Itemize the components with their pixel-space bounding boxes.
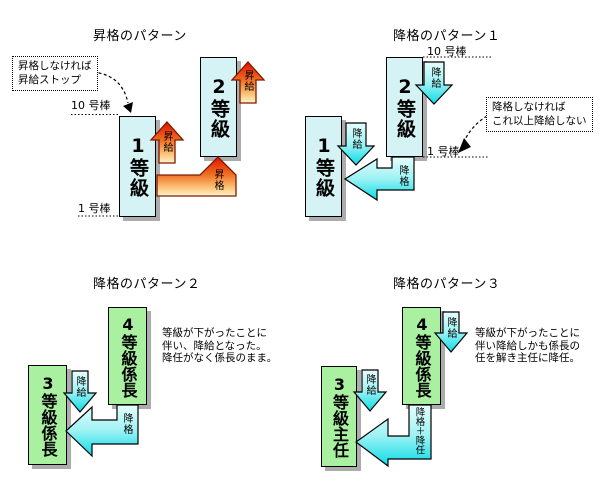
grade-box-4-demotion2: 4等級係長 — [108, 307, 147, 405]
note-line: 伴い、降給となった。 — [162, 339, 267, 352]
cut-arrow-2-label-d1: 降給 — [350, 128, 361, 150]
cut-arrow-1-shape-d1 — [414, 61, 454, 105]
grade-box-3-demotion3: 3等級主任 — [321, 366, 357, 467]
grade-box-label: 1等級 — [127, 135, 149, 198]
grade-box-label: 1等級 — [313, 135, 335, 198]
cut-arrow-1-shape-d3 — [433, 311, 469, 353]
grade-box-label: 4等級係長 — [412, 314, 432, 398]
demote-arrow-shape-d2 — [65, 404, 139, 458]
callout-line: 降格しなければ — [492, 101, 566, 113]
cut-arrow-2-label-d3: 降給 — [364, 374, 375, 396]
callout-connector-promotion — [92, 71, 129, 104]
note-demotion3: 等級が下がったことに 伴い降給しかも係長の 任を解き主任に降任。 — [475, 327, 580, 365]
demote-arrow-label-d3: 降格＋降任 — [413, 407, 425, 455]
grade-box-label: 2等級 — [208, 75, 230, 139]
demote-arrow-label-d2: 降格 — [121, 413, 132, 435]
step-label-10-demotion1: 10 号棒 — [427, 45, 467, 58]
callout-line: 昇給ストップ — [18, 73, 81, 86]
callout-line: 昇格しなければ — [18, 60, 92, 72]
grade-box-label: 4等級係長 — [118, 314, 138, 398]
step-label-10-promotion: 10 号棒 — [71, 99, 111, 112]
cut-arrow-2-shape-d3 — [352, 369, 388, 412]
panel-title-demotion1: 降格のパターン１ — [393, 29, 501, 44]
grade-box-label: 2等級 — [394, 75, 416, 139]
raise-arrow-1-label: 昇給 — [161, 131, 172, 153]
callout-connector-demotion1 — [463, 115, 488, 143]
promote-arrow-label: 昇格 — [212, 169, 223, 191]
raise-arrow-2-shape — [230, 61, 266, 104]
cut-arrow-shape-d2 — [62, 370, 98, 413]
grade-box-label: 3等級主任 — [330, 375, 349, 458]
demote-arrow-label-d1: 降格 — [397, 165, 408, 187]
cut-arrow-2-shape-d1 — [336, 122, 376, 166]
cut-arrow-1-label-d1: 降給 — [429, 67, 440, 89]
panel-title-promotion: 昇格のパターン — [93, 29, 187, 44]
raise-arrow-2-label: 昇給 — [242, 70, 253, 92]
panel-title-demotion3: 降格のパターン３ — [393, 277, 501, 292]
demote-arrow-shape-d3 — [354, 404, 432, 468]
step-label-1-promotion: 1 号棒 — [78, 202, 111, 215]
callout-arrowhead-promotion — [123, 102, 133, 113]
grade-box-label: 3等級係長 — [38, 373, 58, 457]
cut-arrow-label-d2: 降給 — [74, 376, 85, 398]
note-demotion2: 等級が下がったことに 伴い、降給となった。 降任がなく係長のまま。 — [162, 327, 277, 365]
note-line: 等級が下がったことに — [162, 327, 267, 339]
callout-line: これ以上降給しない — [492, 114, 587, 127]
grade-box-1-demotion1: 1等級 — [305, 116, 342, 217]
grade-box-2-promotion: 2等級 — [200, 57, 237, 157]
note-line: 任を解き主任に降任。 — [475, 352, 580, 364]
cut-arrow-1-label-d3: 降給 — [445, 317, 456, 339]
panel-title-demotion2: 降格のパターン２ — [93, 277, 201, 292]
demotion1-callout: 降格しなければ これ以上降給しない — [486, 97, 593, 132]
step-label-1-demotion1: 1 号棒 — [427, 145, 460, 158]
note-line: 伴い降給しかも係長の — [475, 339, 580, 352]
grade-box-4-demotion3: 4等級係長 — [402, 307, 441, 405]
grade-box-3-demotion2: 3等級係長 — [28, 365, 67, 465]
note-line: 降任がなく係長のまま。 — [162, 352, 278, 364]
promotion-callout: 昇格しなければ 昇給ストップ — [12, 56, 98, 91]
raise-arrow-1-shape — [149, 121, 185, 164]
callout-arrowhead-demotion1 — [458, 138, 471, 153]
note-line: 等級が下がったことに — [475, 327, 580, 339]
grade-box-1-promotion: 1等級 — [119, 116, 156, 217]
grade-box-2-demotion1: 2等級 — [386, 57, 423, 157]
promote-arrow-shape — [156, 156, 237, 197]
demote-arrow-shape-d1 — [343, 156, 415, 202]
